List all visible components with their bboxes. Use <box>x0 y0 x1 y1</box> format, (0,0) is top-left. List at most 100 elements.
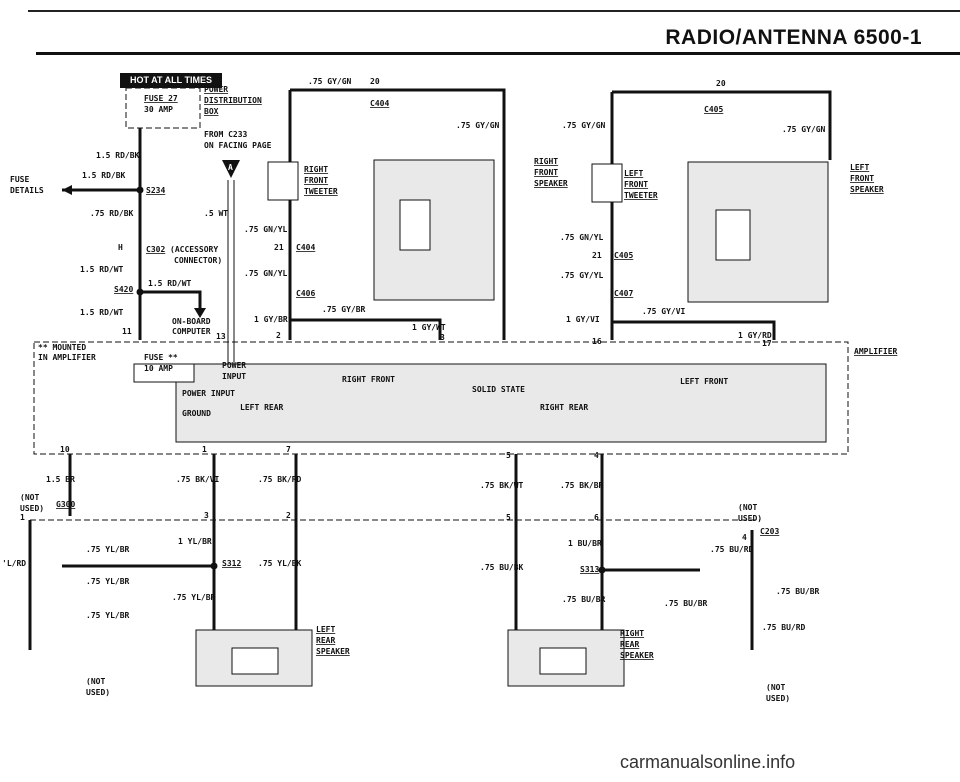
fuse-box <box>133 363 195 383</box>
label-lrs-3: SPEAKER <box>316 647 350 656</box>
label-rfs-2: FRONT <box>534 168 558 177</box>
label-w15rdwt-2: 1.5 RD/WT <box>148 279 192 288</box>
label-lrs-2: REAR <box>316 636 335 645</box>
label-rrs-3: SPEAKER <box>620 651 654 660</box>
label-not-used-b2: USED) <box>86 688 110 697</box>
label-c405-top: C405 <box>704 105 723 114</box>
label-n1: 1 <box>202 445 207 454</box>
connector-a-triangle <box>222 160 240 178</box>
amplifier-outline <box>33 341 849 455</box>
label-s312: S312 <box>222 559 241 568</box>
label-lfs-1: LEFT <box>850 163 869 172</box>
label-n4: 4 <box>594 451 599 460</box>
label-fuse27: FUSE 27 <box>144 94 178 103</box>
label-n3b: 3 <box>204 511 209 520</box>
label-n20-left: 20 <box>370 77 380 86</box>
label-w15rdwt-1: 1.5 RD/WT <box>80 265 124 274</box>
gy-gn-wire-right <box>612 90 832 160</box>
label-c405-mid: C405 <box>614 251 633 260</box>
fuse-details-arrow <box>62 185 72 195</box>
label-not-used-r1: (NOT <box>738 503 757 512</box>
label-n2b: 2 <box>286 511 291 520</box>
label-rfs-1: RIGHT <box>534 157 558 166</box>
label-left-front: LEFT FRONT <box>680 377 728 386</box>
label-n3: 3 <box>440 333 445 342</box>
label-w75bubr-2: .75 BU/BR <box>664 599 708 608</box>
label-g300: G300 <box>56 500 75 509</box>
label-not-used-b1: (NOT <box>86 677 105 686</box>
label-right-rear: RIGHT REAR <box>540 403 588 412</box>
accessory-wire <box>227 180 235 364</box>
label-fuse-star: FUSE ** <box>144 353 178 362</box>
page-title: RADIO/ANTENNA 6500-1 <box>665 26 922 49</box>
label-h: H <box>118 243 123 252</box>
right-front-speaker-icon <box>399 199 431 251</box>
label-w15rdwt-3: 1.5 RD/WT <box>80 308 124 317</box>
label-rft-2: FRONT <box>304 176 328 185</box>
label-rrs-1: RIGHT <box>620 629 644 638</box>
hot-at-all-times-badge: HOT AT ALL TIMES <box>120 73 222 88</box>
label-w15rdbk-1: 1.5 RD/BK <box>96 151 140 160</box>
label-w75bubr-1: .75 BU/BR <box>562 595 606 604</box>
label-c407: C407 <box>614 289 633 298</box>
label-w75bkvi: .75 BK/VI <box>176 475 220 484</box>
label-rft-1: RIGHT <box>304 165 328 174</box>
s312-splice <box>210 562 218 570</box>
label-w1bubr: 1 BU/BR <box>568 539 602 548</box>
label-c404-mid: C404 <box>296 243 315 252</box>
label-lrs-1: LEFT <box>316 625 335 634</box>
s313-splice <box>598 566 606 574</box>
gy-br-wire <box>290 318 442 340</box>
label-accessory-2: CONNECTOR) <box>174 256 222 265</box>
label-w75gyvi: .75 GY/VI <box>642 307 686 316</box>
label-w75gyyl: .75 GY/YL <box>560 271 604 280</box>
label-right-front: RIGHT FRONT <box>342 375 395 384</box>
label-n4b: 4 <box>742 533 747 542</box>
page-header: RADIO/ANTENNA 6500-1 <box>0 0 960 60</box>
label-n21-left: 21 <box>274 243 284 252</box>
label-lfs-3: SPEAKER <box>850 185 884 194</box>
left-rear-speaker-icon <box>231 647 279 675</box>
fuse27-box <box>125 87 201 129</box>
label-left-rear: LEFT REAR <box>240 403 284 412</box>
label-w75ylbr-4: .75 YL/BR <box>86 611 130 620</box>
gy-gn-wire-left <box>290 88 506 340</box>
label-power-dist-2: DISTRIBUTION <box>204 96 262 105</box>
label-n1b: 1 <box>20 513 25 522</box>
label-s313: S313 <box>580 565 599 574</box>
label-amp10: 10 AMP <box>144 364 173 373</box>
label-c302: C302 <box>146 245 165 254</box>
label-connector-a: A <box>228 163 233 172</box>
onboard-arrow <box>194 308 206 318</box>
label-n2: 2 <box>276 331 281 340</box>
label-n16: 16 <box>592 337 602 346</box>
label-w75bkwt: .75 BK/WT <box>480 481 524 490</box>
label-not-used-br1: (NOT <box>766 683 785 692</box>
label-fuse-details-2: DETAILS <box>10 186 44 195</box>
label-power-input-2: INPUT <box>222 372 246 381</box>
label-w75gygn-r2: .75 GY/GN <box>782 125 826 134</box>
label-w75burd-2: .75 BU/RD <box>762 623 806 632</box>
label-w75bubk: .75 BU/BK <box>480 563 524 572</box>
label-w75ylbk: .75 YL/BK <box>258 559 302 568</box>
label-c406: C406 <box>296 289 315 298</box>
label-not-used-l2: USED) <box>20 504 44 513</box>
label-onboard-2: COMPUTER <box>172 327 211 336</box>
label-n13: 13 <box>216 332 226 341</box>
label-w15rdbk-2: 1.5 RD/BK <box>82 171 126 180</box>
label-lft-3: TWEETER <box>624 191 658 200</box>
label-n10: 10 <box>60 445 70 454</box>
label-solid-state: SOLID STATE <box>472 385 525 394</box>
label-power-dist-3: BOX <box>204 107 219 116</box>
label-s420: S420 <box>114 285 133 294</box>
label-n5: 5 <box>506 451 511 460</box>
label-l-rd: 'L/RD <box>2 559 26 568</box>
label-ground: GROUND <box>182 409 211 418</box>
label-w15br: 1.5 BR <box>46 475 75 484</box>
label-accessory-1: (ACCESSORY <box>170 245 218 254</box>
label-w75gygn-top: .75 GY/GN <box>308 77 352 86</box>
right-rear-speaker-icon <box>539 647 587 675</box>
label-not-used-r2: USED) <box>738 514 762 523</box>
label-lfs-2: FRONT <box>850 174 874 183</box>
